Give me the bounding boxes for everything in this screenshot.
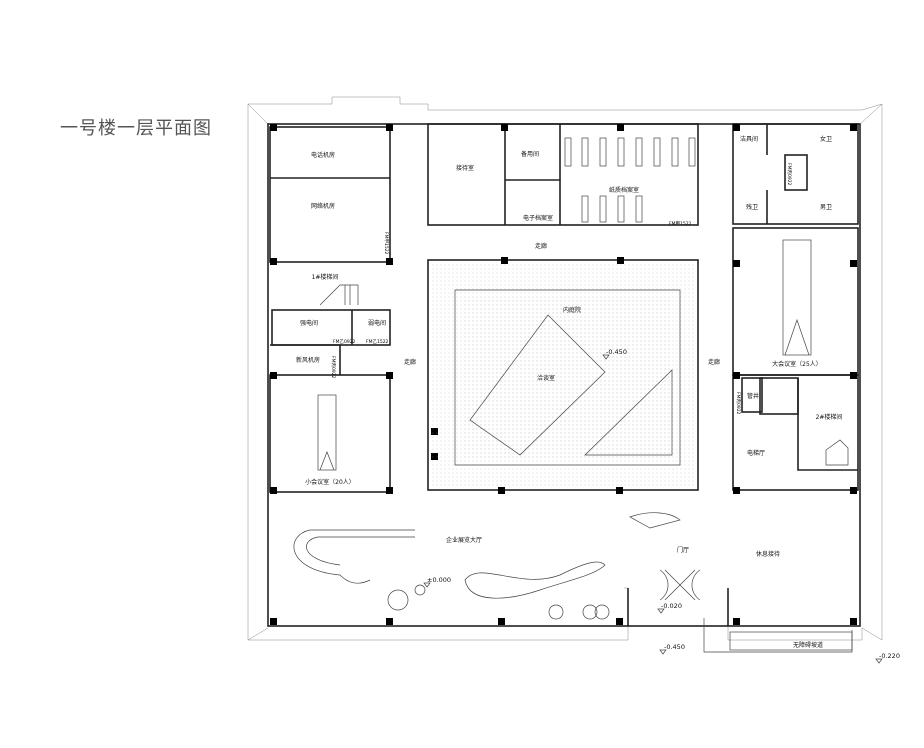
label-e-archive: 电子档案室 [523,214,553,222]
meeting-tables [317,239,812,471]
inner-courtyard [432,264,694,486]
label-womens-wc: 女卫 [820,135,832,143]
label-exhibition-hall: 企业展览大厅 [446,536,482,544]
label-telephone-room: 电话机房 [311,151,335,159]
label-shaft: 管井 [747,392,759,400]
columns [270,124,857,625]
label-stair-2: 2#楼梯间 [816,413,843,421]
door-code: FM丙0922 [735,392,741,415]
door-code: FM甲1522 [383,232,389,255]
label-janitor: 洁具间 [740,135,758,143]
room-labels: 电话机房 网络机房 1#楼梯间 强电间 弱电间 新风机房 小会议室（20人） 接… [296,135,842,649]
level-lobby: -0.020 [661,602,682,610]
label-reception: 接待室 [456,164,474,172]
walls [267,123,861,653]
label-lounge: 休息接待 [756,550,780,558]
label-ramp: 无障碍坡道 [793,641,823,649]
level-outside: -0.450 [664,643,685,651]
door-code: FM丙0922 [786,163,792,186]
stairs [319,284,849,466]
label-small-meeting: 小会议室（20人） [305,478,355,486]
label-weak-electric: 弱电间 [368,319,386,327]
label-stair-1: 1#楼梯间 [312,273,339,281]
label-lobby: 门厅 [677,546,689,554]
site-boundary [247,96,883,641]
level-ramp-end: -0.220 [879,652,900,660]
label-strong-electric: 强电间 [300,319,318,327]
level-markers: -0.450 ±0.000 -0.020 -0.450 -0.220 [423,348,900,664]
archive-shelves [564,137,696,223]
door-labels: FM甲1522 FM甲1522 FM乙0922 FM乙1522 FM丙0922 … [330,163,792,415]
drawing-title: 一号楼一层平面图 [60,118,212,139]
label-corridor-right: 走廊 [708,358,720,366]
label-corridor-left: 走廊 [404,358,416,366]
label-elevator-hall: 电梯厅 [747,449,765,457]
door-code: FM乙1522 [366,338,389,345]
level-hall: ±0.000 [427,576,451,584]
hall-furniture [293,512,701,620]
door-code: FM甲1522 [669,221,692,227]
label-mens-wc: 男卫 [820,204,832,211]
label-fresh-air-room: 新风机房 [296,356,320,364]
label-accessible-wc: 残卫 [746,203,758,211]
label-spare-room: 备用间 [521,150,539,158]
label-corridor-top: 走廊 [535,242,547,250]
label-network-room: 网络机房 [311,202,335,210]
label-large-meeting: 大会议室（25人） [772,360,822,368]
door-code: FM乙0922 [333,338,356,345]
label-paper-archive: 纸质档案室 [609,186,639,194]
level-courtyard: -0.450 [606,348,627,356]
label-negotiation: 洽谈室 [537,374,555,382]
label-courtyard: 内庭院 [563,306,581,314]
door-code: FM丙0922 [330,356,336,379]
